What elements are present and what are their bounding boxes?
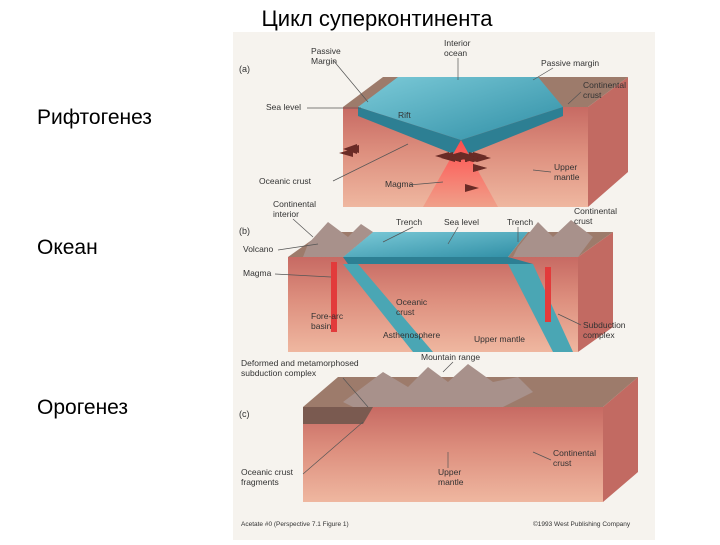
- panel-a-tag: (a): [239, 64, 250, 74]
- panel-a-arrow-left-small40: [447, 154, 461, 162]
- label-rift: Rift: [398, 110, 411, 120]
- label-upper-mantle-c-2: mantle: [438, 477, 464, 487]
- panel-b-tag: (b): [239, 226, 250, 236]
- label-oceanic-crust-b-2: crust: [396, 307, 415, 317]
- label-magma-b: Magma: [243, 268, 272, 278]
- label-continental-interior-1: Continental: [273, 199, 316, 209]
- label-continental-crust-c-2: crust: [553, 458, 572, 468]
- label-passive-margin-right: Passive margin: [541, 58, 599, 68]
- panel-b: (b) Continental interior Trench Sea leve…: [239, 199, 626, 352]
- panel-b-leader-lines: [274, 218, 582, 326]
- panel-b-left-mountains: [303, 222, 373, 257]
- label-sea-level-a: Sea level: [266, 102, 301, 112]
- panel-a-arrow-lower-right2: [473, 164, 487, 172]
- panel-b-magma-left: [331, 262, 337, 332]
- figure-footer-right: ©1993 West Publishing Company: [533, 520, 631, 528]
- label-continental-crust-b-2: crust: [574, 216, 593, 226]
- label-magma-a: Magma: [385, 179, 414, 189]
- label-sea-level-b: Sea level: [444, 217, 479, 227]
- panel-a-motion-left-arrow: [339, 149, 353, 157]
- stage-label-rifting: Рифтогенез: [37, 106, 152, 129]
- label-trench-left: Trench: [396, 217, 422, 227]
- panel-a-magma: [423, 140, 498, 207]
- label-subduction-complex-2: complex: [583, 330, 615, 340]
- label-oceanic-fragments-2: fragments: [241, 477, 279, 487]
- panel-b-ocean: [343, 232, 528, 257]
- figure-footer-left: Acetate #0 (Perspective 7.1 Figure 1): [241, 521, 349, 528]
- panel-b-right-mountains: [513, 220, 593, 257]
- label-mountain-range: Mountain range: [421, 352, 480, 362]
- label-volcano: Volcano: [243, 244, 274, 254]
- panel-b-side-face: [578, 232, 613, 352]
- label-trench-right: Trench: [507, 217, 533, 227]
- label-passive-margin-left-2: Margin: [311, 56, 337, 66]
- panel-a-leader-lines: [307, 58, 582, 186]
- label-subduction-complex-1: Subduction: [583, 320, 626, 330]
- panel-a-arrow-center-left3: [435, 152, 449, 160]
- label-oceanic-fragments-1: Oceanic crust: [241, 467, 294, 477]
- panel-c-fragment-zone: [303, 407, 373, 424]
- panel-b-ocean-front: [343, 257, 533, 264]
- panel-b-magma-right: [545, 267, 551, 322]
- label-passive-margin-left-1: Passive: [311, 46, 341, 56]
- panel-a: (a): [239, 38, 628, 207]
- label-upper-mantle-a-2: mantle: [554, 172, 580, 182]
- label-continental-crust-b-1: Continental: [574, 206, 617, 216]
- label-upper-mantle-b: Upper mantle: [474, 334, 525, 344]
- panel-a-arrow-right-small40: [465, 154, 479, 162]
- label-interior-ocean-2: ocean: [444, 48, 467, 58]
- label-asthenosphere: Asthenosphere: [383, 330, 440, 340]
- label-fore-arc-basin-2: basin: [311, 321, 332, 331]
- label-upper-mantle-a-1: Upper: [554, 162, 577, 172]
- label-upper-mantle-c-1: Upper: [438, 467, 461, 477]
- panel-b-slab-right: [508, 264, 573, 352]
- panel-c-mountains: [343, 364, 533, 407]
- panel-c-front-face: [303, 407, 603, 502]
- label-interior-ocean-1: Interior: [444, 38, 471, 48]
- label-continental-crust-a-1: Continental: [583, 80, 626, 90]
- supercontinent-cycle-figure: (a): [233, 32, 655, 540]
- stage-label-orogeny: Орогенез: [37, 396, 129, 419]
- panel-c: (c) Deformed and metamorphosed subductio…: [239, 352, 638, 502]
- stage-label-ocean: Океан: [37, 236, 98, 259]
- figure-svg: (a): [239, 38, 638, 528]
- panel-c-tag: (c): [239, 409, 250, 419]
- label-fore-arc-basin-1: Fore-arc: [311, 311, 344, 321]
- label-deformed-1: Deformed and metamorphosed: [241, 358, 359, 368]
- label-oceanic-crust-a: Oceanic crust: [259, 176, 312, 186]
- panel-c-side-face: [603, 377, 638, 502]
- panel-a-ocean: [358, 77, 563, 140]
- label-oceanic-crust-b-1: Oceanic: [396, 297, 428, 307]
- label-continental-interior-2: interior: [273, 209, 299, 219]
- panel-a-side-face: [588, 77, 628, 207]
- label-continental-crust-a-2: crust: [583, 90, 602, 100]
- panel-a-motion-right-arrow: [465, 184, 479, 192]
- label-deformed-2: subduction complex: [241, 368, 317, 378]
- panel-b-slab-left: [343, 264, 433, 352]
- panel-a-arrow-far-left: [345, 145, 359, 153]
- label-continental-crust-c-1: Continental: [553, 448, 596, 458]
- panel-c-leader-lines: [302, 361, 552, 475]
- slide-title: Цикл суперконтинента: [213, 0, 541, 38]
